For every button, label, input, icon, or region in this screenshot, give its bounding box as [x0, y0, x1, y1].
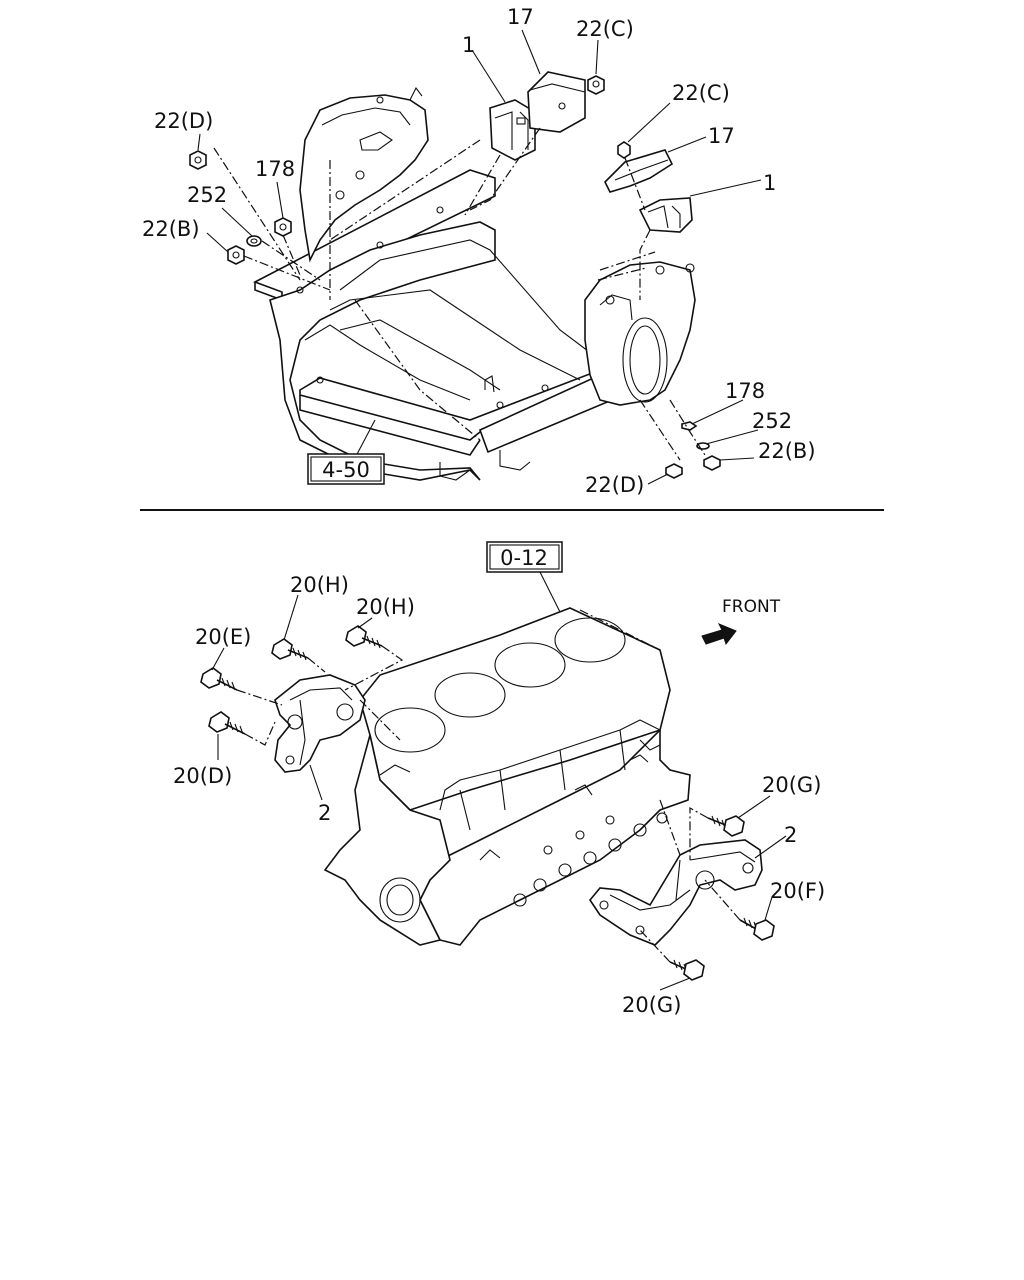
- label-20g-bottom: 20(G): [622, 993, 681, 1017]
- label-178-left: 178: [255, 157, 295, 181]
- engine-block: [323, 607, 691, 946]
- bolt-20g-top: [707, 815, 745, 837]
- bolt-20d: [208, 711, 246, 735]
- alignment-lines-top: [213, 127, 706, 461]
- nut-178-left: [274, 217, 292, 237]
- front-arrow-icon: [701, 623, 737, 646]
- nut-22d-right: [665, 463, 683, 479]
- bolt-20f: [739, 917, 775, 941]
- insulator-17-top: [527, 71, 586, 133]
- label-2-right: 2: [784, 823, 797, 847]
- label-22b-left: 22(B): [142, 217, 200, 241]
- washer-252-left: [246, 235, 262, 247]
- ref-label-0-12: 0-12: [500, 546, 548, 570]
- reference-box-4-50: 4-50: [307, 453, 385, 485]
- front-direction-arrow: FRONT: [701, 597, 781, 646]
- nut-22b-left: [227, 245, 245, 265]
- leader-lines-bottom: [211, 571, 787, 991]
- nut-22b-right: [703, 455, 721, 471]
- leader-lines-top: [197, 29, 762, 485]
- alignment-lines-bottom: [236, 609, 741, 963]
- reference-box-0-12: 0-12: [486, 541, 563, 573]
- engine-mount-1-right: [638, 197, 693, 233]
- label-20e: 20(E): [195, 625, 251, 649]
- engine-bracket-2-right: [589, 839, 763, 946]
- front-label: FRONT: [722, 597, 781, 617]
- label-20g-top: 20(G): [762, 773, 821, 797]
- label-1-right: 1: [763, 171, 776, 195]
- bolt-20h-a: [271, 638, 309, 661]
- label-20h-a: 20(H): [290, 573, 349, 597]
- label-252-left: 252: [187, 183, 227, 207]
- nut-22c-top: [587, 75, 605, 95]
- bolt-20e: [200, 667, 238, 691]
- label-2-left: 2: [318, 801, 331, 825]
- bolt-20h-b: [345, 625, 383, 649]
- insulator-17-right: [604, 149, 674, 193]
- label-22d-right: 22(D): [585, 473, 644, 497]
- bolt-20g-bottom: [669, 959, 705, 981]
- label-20f: 20(F): [770, 879, 825, 903]
- label-22d-left: 22(D): [154, 109, 213, 133]
- label-17-right: 17: [708, 124, 735, 148]
- label-22b-right: 22(B): [758, 439, 816, 463]
- label-20h-b: 20(H): [356, 595, 415, 619]
- label-22c-top: 22(C): [576, 17, 634, 41]
- nut-22d-left: [189, 150, 207, 170]
- engine-mount-1-top: [489, 99, 536, 161]
- label-178-right: 178: [725, 379, 765, 403]
- label-252-right: 252: [752, 409, 792, 433]
- ref-label-4-50: 4-50: [322, 458, 370, 482]
- label-22c-right: 22(C): [672, 81, 730, 105]
- engine-bracket-2-left: [274, 674, 366, 773]
- labels-bottom: 20(H) 20(H) 20(E) 20(D) 2 20(G) 2 20(F) …: [173, 573, 825, 1017]
- label-1-top: 1: [462, 33, 475, 57]
- crossmember-assembly: [253, 86, 696, 481]
- label-20d: 20(D): [173, 764, 232, 788]
- label-17-top: 17: [507, 5, 534, 29]
- nut-22c-right: [617, 141, 631, 159]
- labels-top: 17 22(C) 1 22(C) 17 1 22(D) 178 252 22(B…: [142, 5, 816, 497]
